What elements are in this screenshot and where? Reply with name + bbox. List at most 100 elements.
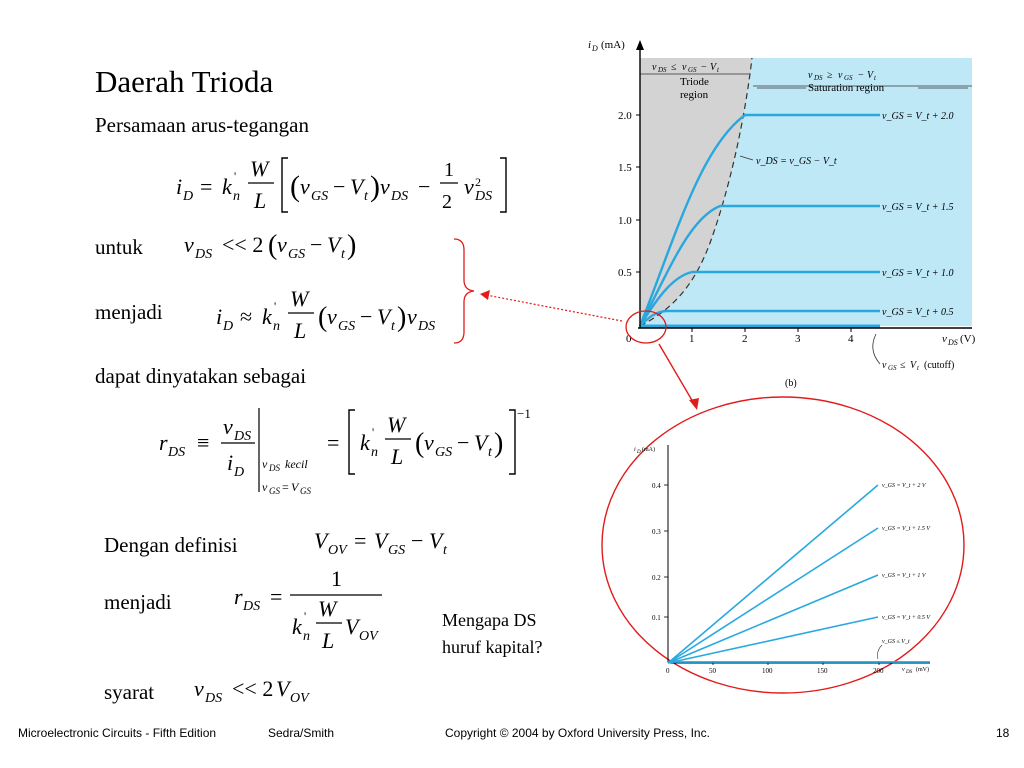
footer-book: Microelectronic Circuits - Fifth Edition (18, 726, 217, 740)
svg-text:t: t (341, 247, 346, 262)
svg-text:V: V (327, 232, 343, 257)
svg-text:r: r (234, 584, 243, 609)
dotted-arrow (480, 290, 623, 322)
svg-text:GS: GS (338, 319, 355, 334)
svg-text:(: ( (290, 170, 300, 203)
svg-text:GS: GS (688, 66, 697, 74)
saturation-label: Saturation region (808, 82, 885, 94)
svg-text:D: D (591, 44, 598, 53)
svg-text:DS: DS (242, 599, 260, 614)
svg-text:k: k (360, 430, 371, 455)
svg-text:W: W (250, 156, 270, 181)
triode-label-2: region (680, 89, 709, 101)
svg-text:t: t (364, 189, 369, 204)
svg-text:−: − (411, 528, 423, 553)
svg-text:DS: DS (390, 189, 408, 204)
svg-text:v: v (902, 667, 905, 673)
svg-text:2: 2 (442, 191, 452, 213)
svg-text:v: v (424, 430, 434, 455)
svg-text:v: v (184, 232, 194, 257)
zoom-y-axis-label: (mA) (642, 446, 655, 453)
curve-label-2: v_GS = V_t + 2.0 (882, 111, 954, 122)
equation-id-approx: i D ≈ k n ' W L ( v GS − V t ) v DS (216, 286, 435, 343)
curve-label-1-5: v_GS = V_t + 1.5 (882, 202, 954, 213)
svg-text:v: v (262, 457, 268, 471)
svg-text:W: W (290, 286, 310, 311)
svg-text:): ) (347, 230, 356, 261)
curly-brace (453, 238, 475, 344)
svg-text:v: v (882, 360, 887, 371)
svg-text:V: V (474, 430, 490, 455)
svg-text:GS: GS (435, 445, 452, 460)
mosfet-characteristics-figure: 0.5 1.0 1.5 2.0 0 1 2 3 4 i D (mA) v DS … (588, 39, 976, 389)
svg-text:i: i (634, 447, 636, 453)
svg-text:i: i (227, 450, 233, 475)
svg-text:DS: DS (417, 319, 435, 334)
svg-text:n: n (371, 445, 378, 460)
x-tick-3: 3 (795, 333, 801, 345)
svg-text:i: i (216, 304, 222, 329)
zoom-label-1v: v_GS = V_t + 1 V (882, 573, 927, 579)
svg-text:D: D (636, 450, 641, 455)
svg-text:−: − (701, 62, 707, 73)
svg-text:<< 2: << 2 (232, 676, 273, 701)
svg-text:DS: DS (194, 247, 212, 262)
svg-text:1: 1 (444, 159, 454, 181)
zoom-y-tick-0-2: 0.2 (652, 574, 661, 582)
equation-rds-definition: r DS ≡ v DS i D v DS kecil v GS = V GS =… (159, 406, 531, 496)
svg-text:OV: OV (290, 691, 310, 706)
footer-copyright: Copyright © 2004 by Oxford University Pr… (445, 726, 710, 740)
svg-text:OV: OV (359, 629, 379, 644)
zoom-line-2v (667, 484, 879, 664)
zoom-arrow (658, 343, 699, 410)
svg-text:v: v (262, 480, 268, 494)
svg-text:GS: GS (888, 364, 897, 372)
subtitle-text: Persamaan arus-tegangan (95, 113, 309, 137)
svg-text:−: − (418, 174, 430, 199)
svg-text:v: v (277, 232, 287, 257)
svg-text:=: = (327, 430, 339, 455)
svg-text:V: V (314, 528, 330, 553)
svg-text:v: v (652, 62, 657, 73)
menjadi-label-2: menjadi (104, 590, 172, 614)
svg-text:v: v (808, 70, 813, 81)
syarat-label: syarat (104, 680, 155, 704)
svg-text:v: v (942, 333, 947, 345)
zoom-y-tick-0-3: 0.3 (652, 528, 661, 536)
svg-text:(: ( (318, 302, 327, 333)
svg-text:r: r (159, 430, 168, 455)
svg-text:DS: DS (657, 66, 667, 74)
y-tick-1-0: 1.0 (618, 215, 632, 227)
svg-text:D: D (233, 465, 244, 480)
y-tick-0-5: 0.5 (618, 267, 632, 279)
svg-text:v: v (223, 414, 233, 439)
svg-text:V: V (350, 174, 366, 199)
svg-text:W: W (318, 596, 338, 621)
svg-text:−: − (360, 304, 372, 329)
zoom-x-axis-label: (mV) (916, 666, 929, 673)
slide-title: Daerah Trioda (95, 64, 274, 99)
svg-text:): ) (494, 428, 503, 459)
svg-text:t: t (717, 66, 720, 74)
svg-text:DS: DS (813, 74, 823, 82)
y-tick-2-0: 2.0 (618, 110, 632, 122)
equation-id-full: i D = k n ' W L ( v GS − V t ) v DS − 1 … (176, 156, 507, 213)
zoom-label-2v: v_GS = V_t + 2 V (882, 483, 927, 489)
zoom-x-tick-0: 0 (666, 667, 670, 675)
curve-vgs-1-5 (638, 204, 880, 327)
svg-text:': ' (304, 609, 306, 623)
svg-text:i: i (176, 174, 182, 199)
svg-text:k: k (262, 304, 273, 329)
dapat-label: dapat dinyatakan sebagai (95, 364, 307, 388)
zoom-line-1v (667, 574, 879, 664)
svg-text:DS: DS (474, 189, 492, 204)
question-line-2: huruf kapital? (442, 637, 543, 657)
svg-text:v: v (682, 62, 687, 73)
curve-vgs-1 (638, 270, 880, 327)
svg-text:v: v (407, 304, 417, 329)
svg-text:n: n (233, 189, 240, 204)
svg-text:(: ( (415, 428, 424, 459)
zoom-x-tick-150: 150 (817, 667, 828, 675)
svg-text:GS: GS (288, 247, 305, 262)
svg-text:t: t (874, 74, 877, 82)
